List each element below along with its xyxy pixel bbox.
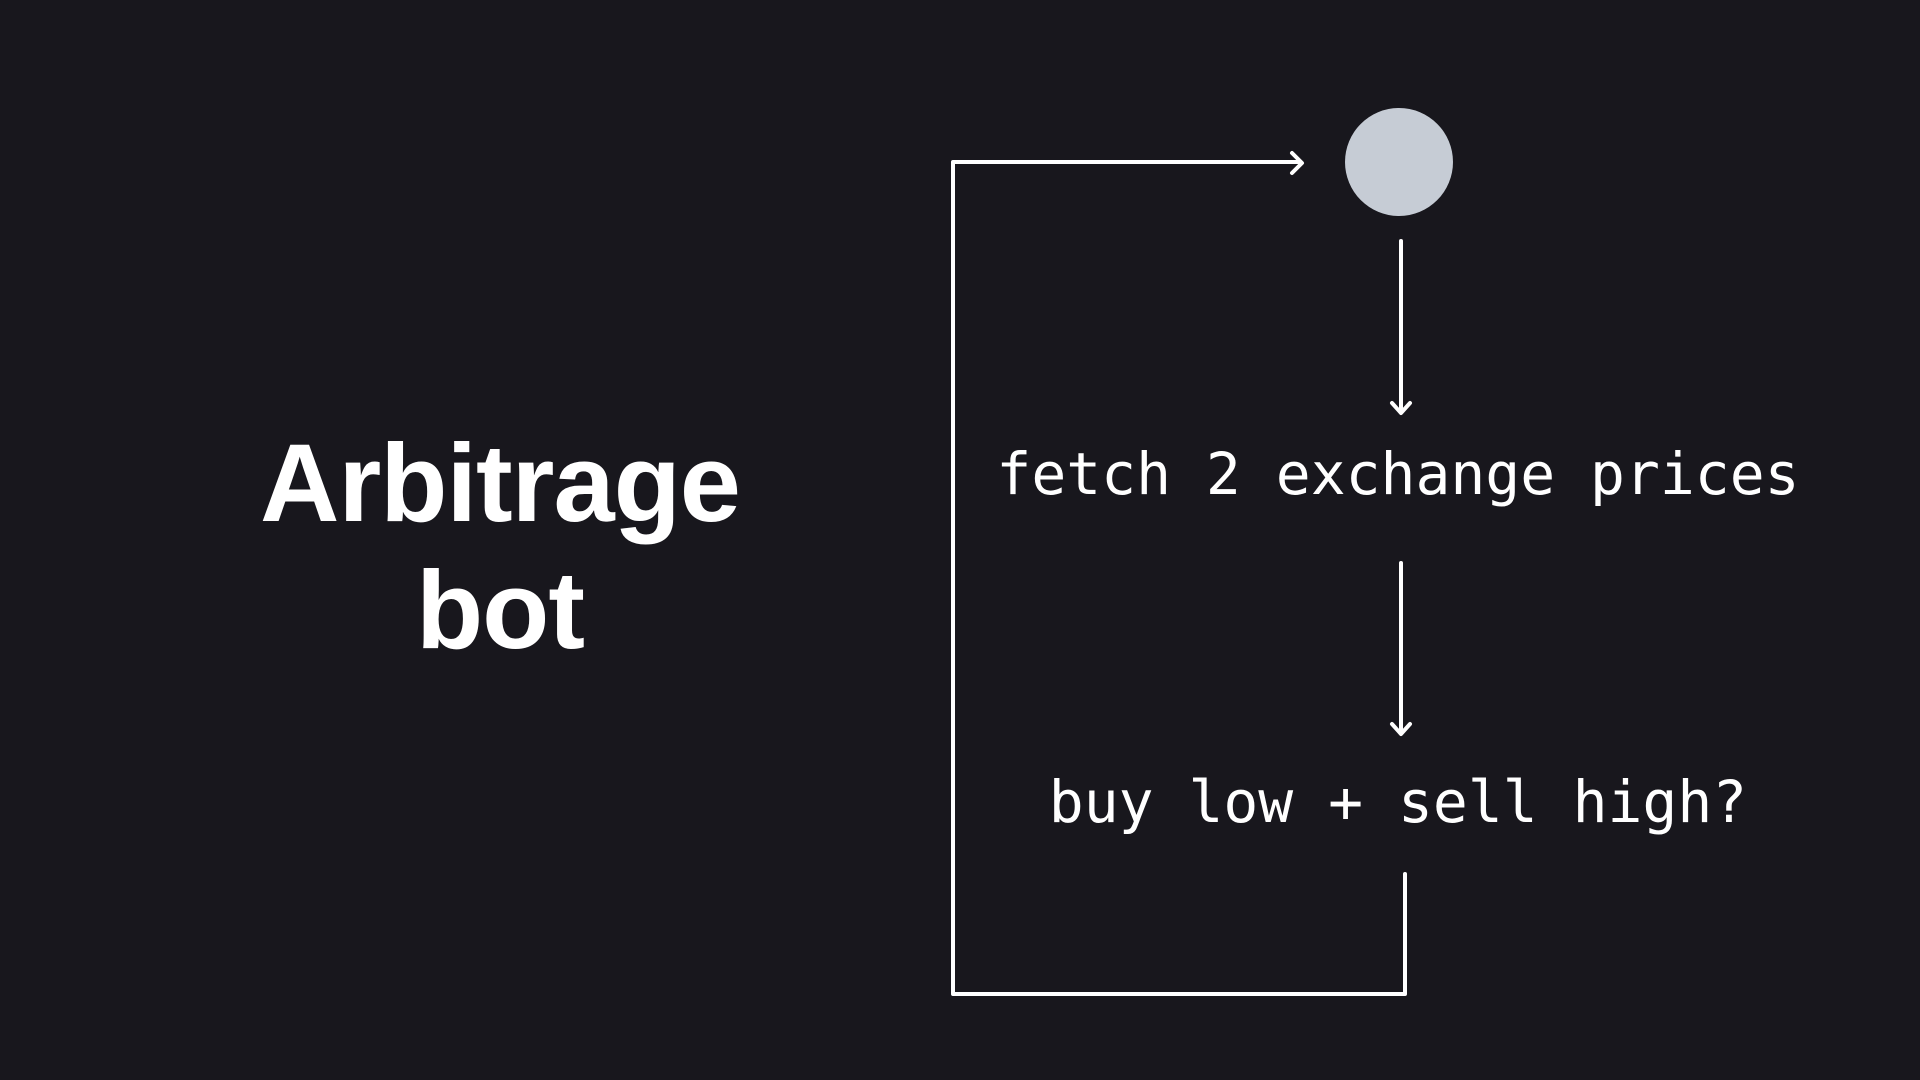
arrowhead-start-to-fetch (1390, 401, 1412, 415)
slide-title: Arbitrage bot (200, 420, 800, 674)
arrowhead-fetch-to-decision (1390, 722, 1412, 736)
title-line-1: Arbitrage (260, 422, 741, 545)
step-buy-sell-decision: buy low + sell high? (1049, 768, 1747, 836)
start-node (1345, 108, 1453, 216)
title-line-2: bot (415, 549, 585, 672)
arrowhead-loop-back (1290, 151, 1304, 175)
step-fetch-prices: fetch 2 exchange prices (996, 440, 1799, 508)
loop-back-line (951, 160, 1407, 996)
